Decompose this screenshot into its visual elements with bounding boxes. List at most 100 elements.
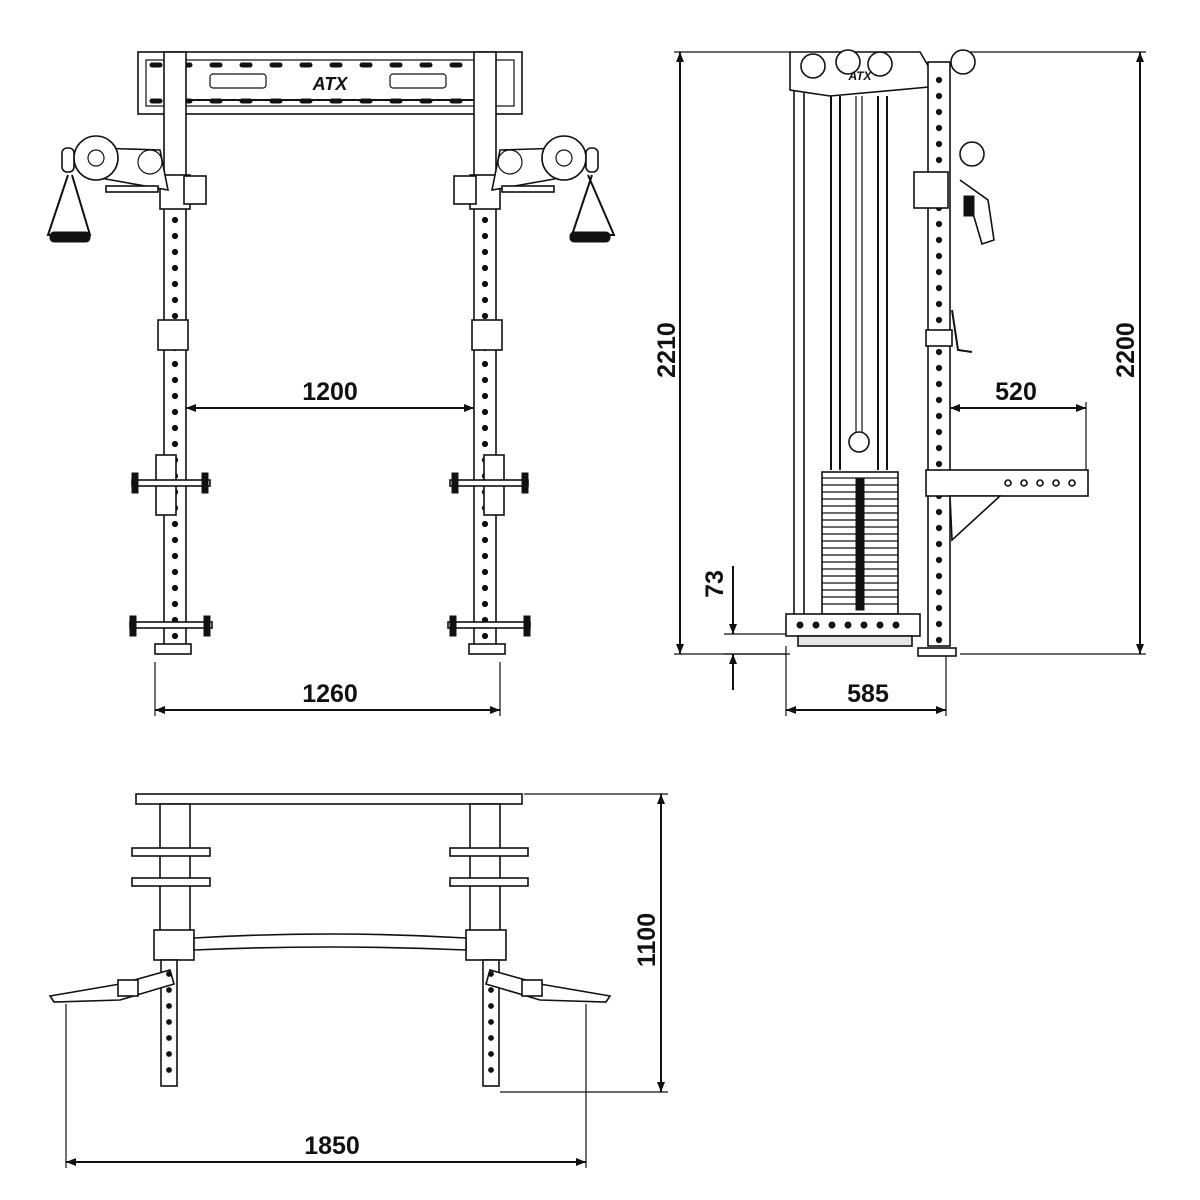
upright-hole <box>935 396 943 404</box>
upright-hole <box>935 156 943 164</box>
upright-hole <box>171 280 179 288</box>
arm-hole <box>1020 479 1028 487</box>
arm-hole <box>1052 479 1060 487</box>
upright-hole <box>171 584 179 592</box>
upright-hole <box>481 216 489 224</box>
front-view: ATX <box>46 51 616 716</box>
upright-hole <box>481 264 489 272</box>
upright-hole <box>935 76 943 84</box>
upright-hole <box>481 248 489 256</box>
upright-hole <box>171 568 179 576</box>
dim-2200-label: 2200 <box>1112 322 1140 378</box>
dim-1260: 1260 <box>154 662 501 716</box>
arm-hole <box>1068 479 1076 487</box>
side-view: ATX <box>653 49 1146 716</box>
upright-hole <box>171 264 179 272</box>
leg-hole <box>166 987 172 993</box>
upright-hole <box>481 280 489 288</box>
upright-hole <box>481 312 489 320</box>
upright-hole <box>481 632 489 640</box>
upright-hole <box>935 364 943 372</box>
upright-hole <box>481 232 489 240</box>
dim-2200: 2200 <box>960 51 1146 655</box>
upright-hole <box>481 568 489 576</box>
upright-hole <box>171 376 179 384</box>
upright-hole <box>935 604 943 612</box>
side-upright <box>913 61 973 657</box>
upright-hole <box>935 300 943 308</box>
upright-hole <box>171 440 179 448</box>
dim-585: 585 <box>785 646 947 716</box>
upright-hole <box>171 408 179 416</box>
dim-585-label: 585 <box>847 680 889 708</box>
upright-hole <box>171 600 179 608</box>
plate-slot <box>149 62 163 68</box>
base-hole <box>844 621 852 629</box>
upright-hole <box>935 572 943 580</box>
upright-hole <box>481 520 489 528</box>
upright-hole <box>935 220 943 228</box>
upright-hole <box>481 536 489 544</box>
side-top-assembly: ATX <box>789 49 976 97</box>
upright-hole <box>481 296 489 304</box>
upright-hole <box>171 632 179 640</box>
upright-hole <box>481 600 489 608</box>
upright-hole <box>171 520 179 528</box>
upright-hole <box>935 444 943 452</box>
upright-hole <box>935 412 943 420</box>
upright-hole <box>935 348 943 356</box>
stack-pin <box>855 477 865 611</box>
leg-hole <box>488 971 494 977</box>
upright-hole <box>481 424 489 432</box>
upright-hole <box>171 536 179 544</box>
upright-hole <box>935 124 943 132</box>
upright-hole <box>935 428 943 436</box>
leg-hole <box>488 1067 494 1073</box>
upright-hole <box>171 296 179 304</box>
side-logo-text: ATX <box>847 69 872 83</box>
upright-hole <box>171 312 179 320</box>
front-right-pulley-arm <box>453 135 616 243</box>
side-safety-arm <box>925 469 1089 542</box>
upright-hole <box>935 380 943 388</box>
dim-1260-label: 1260 <box>302 680 358 708</box>
leg-hole <box>166 1003 172 1009</box>
base-hole <box>876 621 884 629</box>
plate-slot <box>359 62 373 68</box>
arm-hole <box>1036 479 1044 487</box>
arm-hole <box>1004 479 1012 487</box>
dim-1100-label: 1100 <box>633 913 661 967</box>
upright-hole <box>481 376 489 384</box>
upright-hole <box>935 268 943 276</box>
dim-2210: 2210 <box>653 51 790 655</box>
base-hole <box>860 621 868 629</box>
plate-slot <box>449 62 463 68</box>
leg-hole <box>166 1019 172 1025</box>
upright-hole <box>935 316 943 324</box>
upright-hole <box>935 556 943 564</box>
dim-520-label: 520 <box>995 378 1037 406</box>
plate-slot <box>329 62 343 68</box>
leg-hole <box>488 1003 494 1009</box>
plate-slot <box>389 62 403 68</box>
upright-hole <box>481 440 489 448</box>
dim-2210-label: 2210 <box>653 322 681 378</box>
upright-hole <box>935 92 943 100</box>
upright-hole <box>935 140 943 148</box>
dim-73-label: 73 <box>701 570 729 598</box>
upright-hole <box>171 248 179 256</box>
upright-hole <box>935 108 943 116</box>
upright-hole <box>935 252 943 260</box>
top-view: 1100 1850 <box>48 793 668 1168</box>
plate-slot <box>419 62 433 68</box>
base-hole <box>796 621 804 629</box>
upright-hole <box>481 584 489 592</box>
leg-hole <box>488 1035 494 1041</box>
front-left-upright <box>129 51 213 655</box>
leg-hole <box>166 1051 172 1057</box>
base-hole <box>812 621 820 629</box>
leg-hole <box>488 1019 494 1025</box>
dim-1850-label: 1850 <box>304 1132 360 1160</box>
